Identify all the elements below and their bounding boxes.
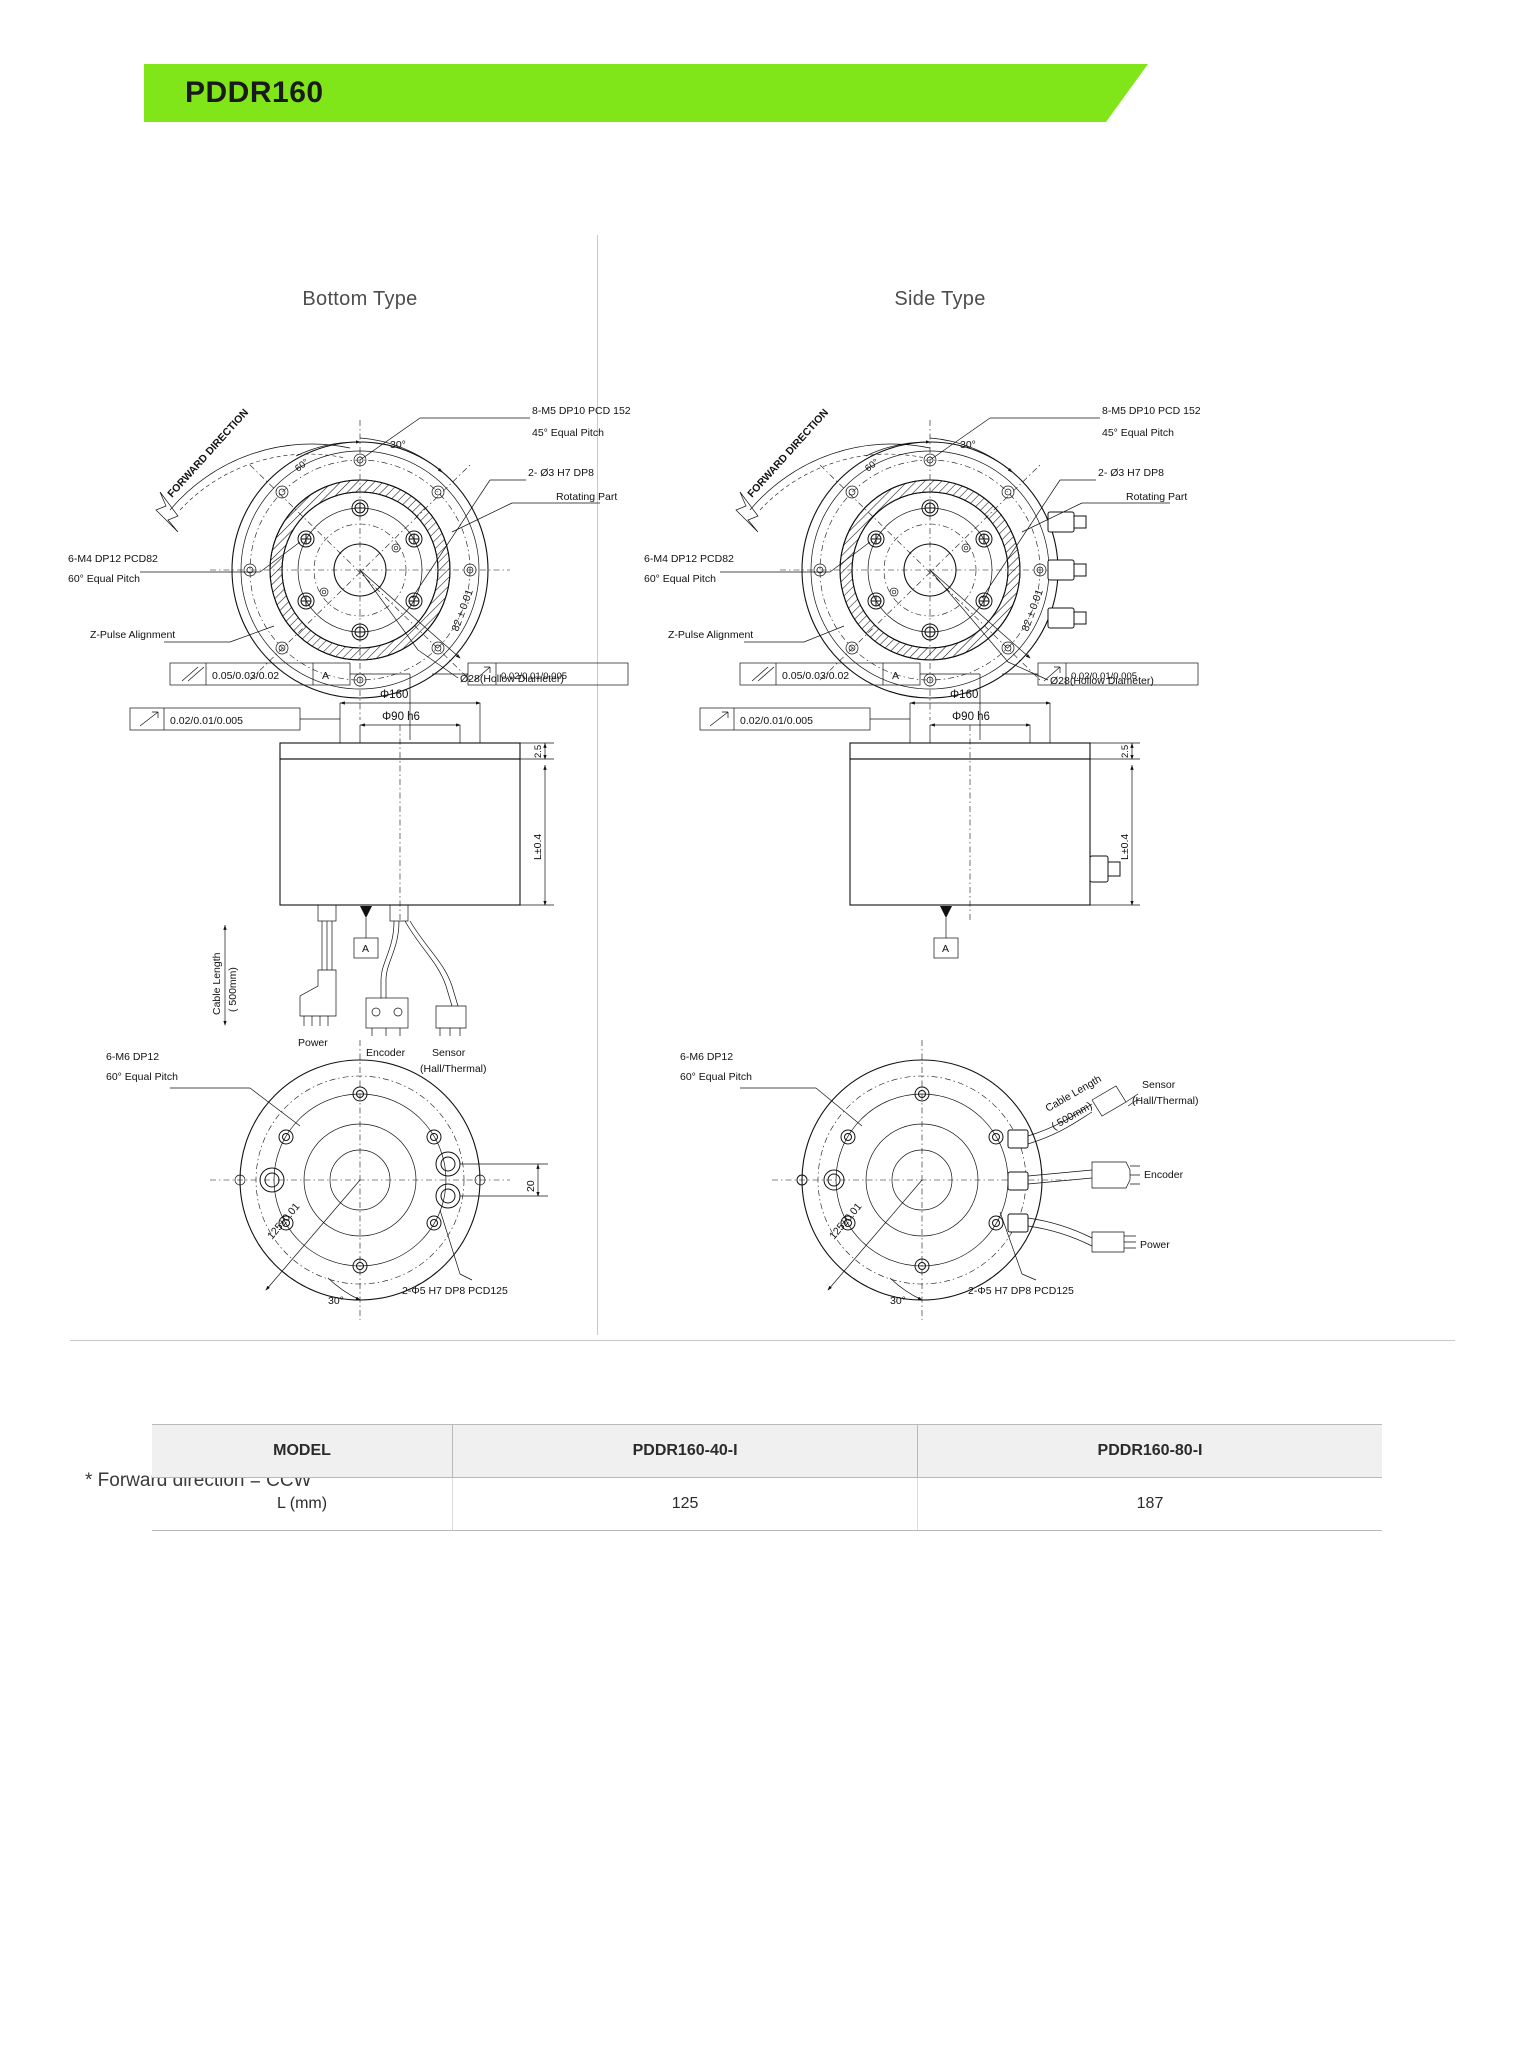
sensor-sub-label: (Hall/Thermal)	[1132, 1095, 1199, 1107]
bottom-type-title: Bottom Type	[302, 288, 418, 310]
sensor-label: Sensor	[1142, 1079, 1176, 1091]
bottom-holes-label: 2-Φ5 H7 DP8 PCD125	[402, 1285, 508, 1297]
side-type-title: Side Type	[894, 288, 986, 310]
table-cell-length-80: 187	[917, 1477, 1382, 1531]
bolt-left-pitch-label: 60° Equal Pitch	[68, 573, 140, 585]
bolt-bottom-pitch-label: 60° Equal Pitch	[680, 1071, 752, 1083]
table-cell-length-40: 125	[452, 1477, 919, 1531]
gdt-parallel-value: 0.05/0.03/0.02	[212, 670, 279, 682]
gdt-runout-value-right: 0.02/0.01/0.005	[501, 671, 567, 682]
model-spec-table: MODEL PDDR160-40-I PDDR160-80-I L (mm) 1…	[152, 1424, 1382, 1531]
datum-a-box: A	[942, 943, 949, 955]
rotating-part-label: Rotating Part	[1126, 491, 1187, 503]
dim-phi160: Φ160	[380, 689, 408, 701]
dim-2p5: 2.5	[533, 745, 544, 758]
sheet-bottom-rule	[70, 1340, 1455, 1341]
cable-length-label: Cable Length	[211, 952, 223, 1015]
gdt-parallel-frame: 0.05/0.03/0.02 A	[169, 662, 351, 686]
bolt-left-label: 6-M4 DP12 PCD82	[644, 553, 734, 565]
gdt-runout-value-left: 0.02/0.01/0.005	[740, 715, 813, 727]
bolt-top-label: 8-M5 DP10 PCD 152	[1102, 405, 1201, 417]
forward-direction-label: FORWARD DIRECTION	[745, 407, 831, 500]
side-type-drawing: FORWARD DIRECTION	[644, 405, 1201, 1320]
drawing-sheet: Bottom Type	[0, 180, 1523, 1491]
page-header: PDDR160	[0, 0, 1523, 180]
dim-phi160: Φ160	[950, 689, 978, 701]
sensor-sub-label: (Hall/Thermal)	[420, 1063, 487, 1075]
dim-125: 125±0.01	[265, 1201, 302, 1242]
side-type-column: Side Type FORWARD DIRECTION	[640, 180, 1240, 1370]
page-title: PDDR160	[185, 76, 324, 109]
angle-30-bottom-label: 30°	[890, 1295, 906, 1307]
dim-20: 20	[525, 1180, 537, 1192]
dim-L: L±0.4	[1119, 834, 1131, 860]
gdt-parallel-value: 0.05/0.03/0.02	[782, 670, 849, 682]
header-band	[144, 64, 1106, 122]
gdt-runout-frame-left: 0.02/0.01/0.005	[699, 707, 871, 731]
dim-L: L±0.4	[532, 834, 544, 860]
angle-30-label: 30°	[960, 439, 976, 451]
bottom-type-drawing: FORWARD DIRECTION	[68, 405, 631, 1320]
table-header-model-80: PDDR160-80-I	[917, 1424, 1382, 1478]
bolt-left-pitch-label: 60° Equal Pitch	[644, 573, 716, 585]
angle-30-bottom-label: 30°	[328, 1295, 344, 1307]
table-header-model: MODEL	[152, 1424, 454, 1478]
gdt-runout-value-right: 0.02/0.01/0.005	[1071, 671, 1137, 682]
z-pulse-label: Z-Pulse Alignment	[668, 629, 753, 641]
table-row: L (mm) 125 187	[152, 1477, 1382, 1531]
bolt-bottom-label: 6-M6 DP12	[106, 1051, 159, 1063]
encoder-label: Encoder	[366, 1047, 406, 1059]
cable-length-sub-label: ( 500mm)	[227, 967, 239, 1012]
hollow-diameter-label: Ø28(Hollow Diameter)	[460, 673, 564, 685]
rotating-part-label: Rotating Part	[556, 491, 617, 503]
forward-direction-label: FORWARD DIRECTION	[165, 407, 251, 500]
gdt-runout-value-left: 0.02/0.01/0.005	[170, 715, 243, 727]
z-pulse-label: Z-Pulse Alignment	[90, 629, 175, 641]
gdt-parallel-frame: 0.05/0.03/0.02 A	[739, 662, 921, 686]
pin-hole-label: 2- Ø3 H7 DP8	[528, 467, 594, 479]
encoder-label: Encoder	[1144, 1169, 1184, 1181]
gdt-datum-letter: A	[892, 670, 899, 682]
table-header-row: MODEL PDDR160-40-I PDDR160-80-I	[152, 1424, 1382, 1478]
pin-hole-label: 2- Ø3 H7 DP8	[1098, 467, 1164, 479]
bottom-type-column: Bottom Type	[60, 180, 660, 1370]
bolt-top-label: 8-M5 DP10 PCD 152	[532, 405, 631, 417]
bolt-left-label: 6-M4 DP12 PCD82	[68, 553, 158, 565]
datum-a-box: A	[362, 943, 369, 955]
bolt-bottom-label: 6-M6 DP12	[680, 1051, 733, 1063]
angle-30-label: 30°	[390, 439, 406, 451]
power-label: Power	[1140, 1239, 1170, 1251]
sensor-label: Sensor	[432, 1047, 466, 1059]
power-label: Power	[298, 1037, 328, 1049]
table-header-model-40: PDDR160-40-I	[452, 1424, 919, 1478]
dim-phi90: Φ90 h6	[382, 711, 420, 723]
column-divider	[597, 235, 598, 1335]
dim-125: 125±0.01	[827, 1201, 864, 1242]
bottom-holes-label: 2-Φ5 H7 DP8 PCD125	[968, 1285, 1074, 1297]
bolt-bottom-pitch-label: 60° Equal Pitch	[106, 1071, 178, 1083]
hollow-diameter-label: Ø28(Hollow Diameter)	[1050, 675, 1154, 687]
bolt-top-pitch-label: 45° Equal Pitch	[1102, 427, 1174, 439]
table-cell-length-label: L (mm)	[152, 1477, 454, 1531]
gdt-runout-frame-left: 0.02/0.01/0.005	[129, 707, 301, 731]
header-band-notch	[1106, 64, 1148, 122]
dim-2p5: 2.5	[1120, 745, 1131, 758]
gdt-datum-letter: A	[322, 670, 329, 682]
dim-phi90: Φ90 h6	[952, 711, 990, 723]
bolt-top-pitch-label: 45° Equal Pitch	[532, 427, 604, 439]
